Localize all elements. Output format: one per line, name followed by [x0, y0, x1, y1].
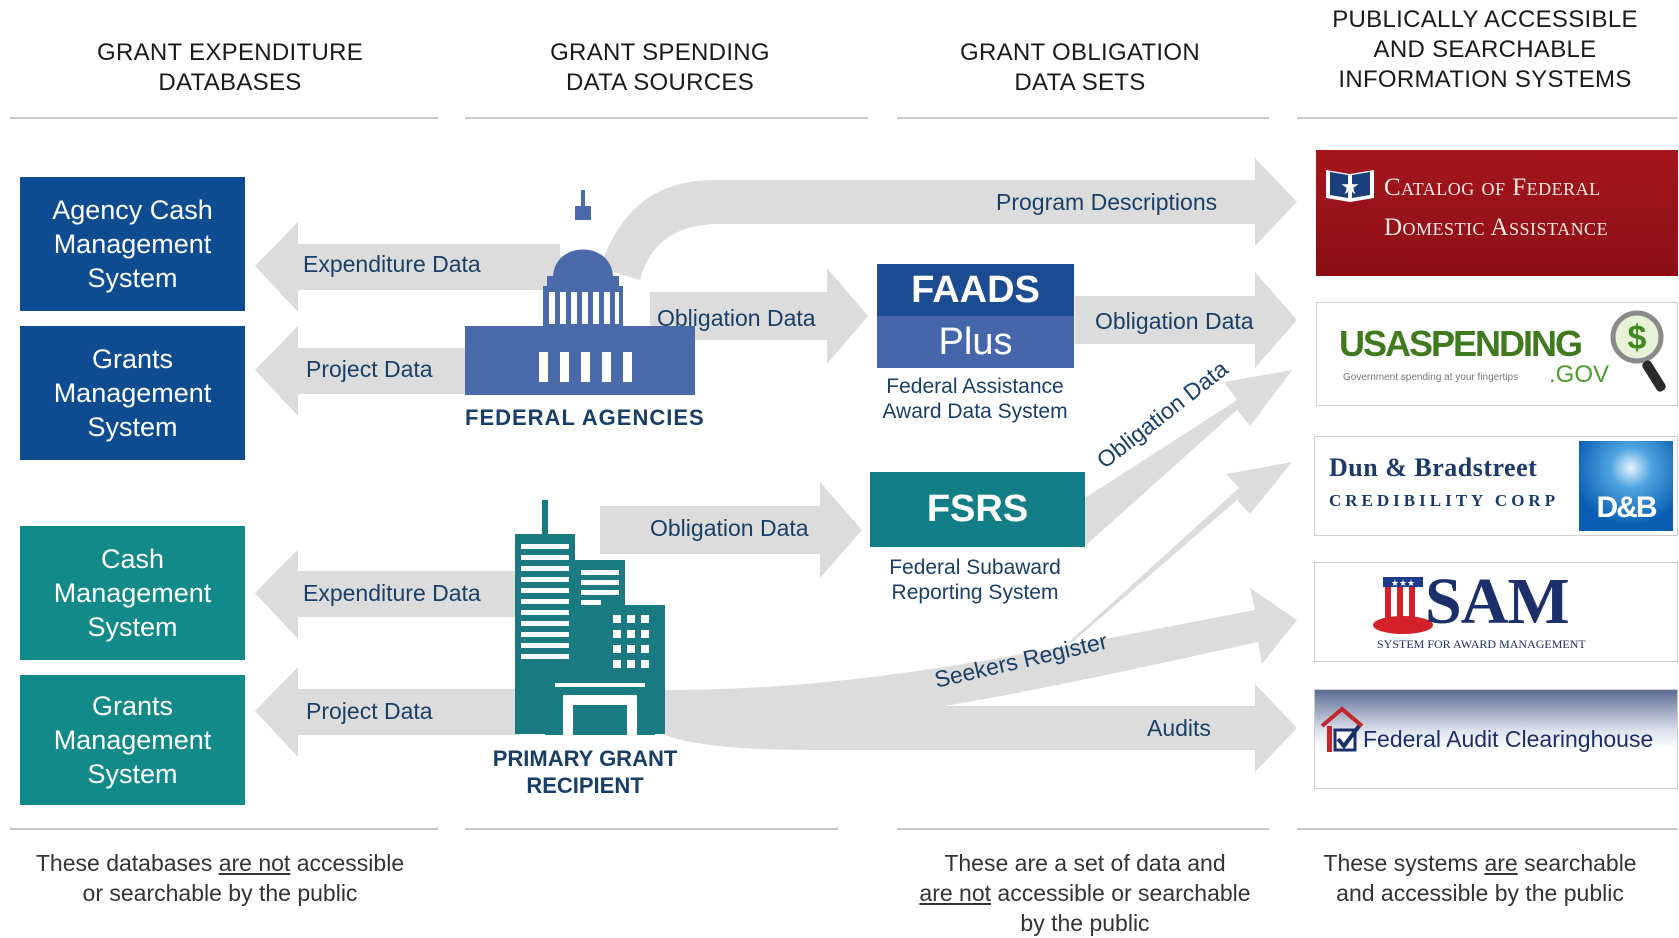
arrow-obligation-faads	[1075, 272, 1297, 368]
faads-subtitle: Plus	[877, 316, 1074, 368]
arrow-project-bottom	[255, 667, 520, 757]
recipient-cash-management-system: Cash Management System	[20, 526, 245, 660]
arrow-expenditure-top	[255, 222, 560, 312]
arrow-expenditure-bottom	[255, 549, 520, 639]
fsrs-box: FSRS	[870, 472, 1085, 547]
column-header-public-systems: PUBLICALLY ACCESSIBLE AND SEARCHABLE INF…	[1332, 6, 1638, 93]
primary-grant-recipient-label: PRIMARY GRANT RECIPIENT	[492, 746, 678, 798]
svg-text:$: $	[1628, 319, 1647, 357]
label-obligation-faads: Obligation Data	[1095, 308, 1254, 334]
label-audits: Audits	[1147, 715, 1211, 741]
label-project-data-top: Project Data	[306, 356, 433, 382]
arrow-program-descriptions	[600, 158, 1297, 280]
faads-caption: Federal Assistance Award Data System	[882, 375, 1068, 423]
agency-grants-management-system: Grants Management System	[20, 326, 245, 460]
usaspending-brand: USASPENDING	[1339, 323, 1583, 364]
arrow-audits	[665, 684, 1297, 772]
sam-tagline: SYSTEM FOR AWARD MANAGEMENT	[1377, 637, 1586, 651]
header-divider-2	[465, 117, 868, 119]
dnb-mark: D&B	[1579, 441, 1673, 531]
federal-audit-clearinghouse-logo: Federal Audit Clearinghouse	[1314, 689, 1678, 789]
arrow-obligation-fsrs	[1085, 370, 1292, 546]
office-buildings-icon	[515, 500, 665, 735]
svg-text:★: ★	[1340, 174, 1360, 199]
cfda-line2: Domestic Assistance	[1384, 214, 1609, 241]
arrow-seekers-register	[665, 588, 1297, 735]
usaspending-logo: USASPENDING Government spending at your …	[1316, 302, 1678, 406]
arrow-seekers-branch	[1060, 462, 1292, 650]
column-header-expenditure-databases: GRANT EXPENDITURE DATABASES	[96, 39, 364, 96]
footer-note-systems: These systems are searchable and accessi…	[1323, 850, 1637, 906]
footer-divider-4	[1297, 828, 1677, 830]
label-program-descriptions: Program Descriptions	[996, 189, 1218, 215]
cfda-line1: Catalog of Federal	[1384, 174, 1601, 201]
house-checkbox-icon	[1320, 706, 1364, 752]
book-star-icon: ★	[1326, 170, 1374, 202]
header-divider-1	[10, 117, 438, 119]
arrow-project-top	[255, 326, 480, 416]
dnb-line1: Dun & Bradstreet	[1329, 453, 1538, 482]
faads-plus-box: FAADS Plus	[877, 264, 1074, 368]
footer-divider-3	[897, 828, 1269, 830]
footer-note-datasets: These are a set of data and are not acce…	[919, 850, 1251, 936]
federal-agencies-label: FEDERAL AGENCIES	[465, 405, 705, 430]
column-header-obligation-datasets: GRANT OBLIGATION DATA SETS	[960, 39, 1200, 96]
agency-cash-management-system: Agency Cash Management System	[20, 177, 245, 311]
footer-divider-1	[10, 828, 438, 830]
sam-brand: SAM	[1425, 565, 1570, 638]
footer-note-databases: These databases are not accessible or se…	[35, 850, 405, 906]
usaspending-gov: .GOV	[1549, 361, 1610, 388]
usaspending-tagline: Government spending at your fingertips	[1343, 372, 1519, 383]
footer-divider-2	[465, 828, 838, 830]
dnb-line2: CREDIBILITY CORP	[1329, 491, 1560, 510]
faads-title: FAADS	[877, 264, 1074, 316]
arrow-obligation-agency	[650, 268, 868, 364]
capitol-building-icon	[465, 190, 695, 395]
label-obligation-recipient: Obligation Data	[650, 515, 809, 541]
recipient-grants-management-system: Grants Management System	[20, 675, 245, 805]
header-divider-3	[897, 117, 1269, 119]
dnb-mark-text: D&B	[1596, 491, 1658, 524]
label-project-data-bottom: Project Data	[306, 698, 433, 724]
dun-bradstreet-logo: Dun & Bradstreet CREDIBILITY CORP D&B	[1314, 436, 1678, 536]
label-expenditure-data-top: Expenditure Data	[303, 251, 481, 277]
column-header-spending-sources: GRANT SPENDING DATA SOURCES	[550, 39, 770, 96]
arrow-obligation-recipient	[600, 482, 862, 578]
fsrs-caption: Federal Subaward Reporting System	[889, 556, 1061, 604]
svg-text:★★★: ★★★	[1391, 578, 1415, 588]
uncle-sam-hat-icon: ★★★	[1373, 577, 1433, 634]
fac-name: Federal Audit Clearinghouse	[1363, 726, 1654, 752]
label-expenditure-data-bottom: Expenditure Data	[303, 580, 481, 606]
sam-logo: ★★★ SAM SYSTEM FOR AWARD MANAGEMENT	[1314, 562, 1678, 662]
cfda-logo: ★ Catalog of Federal Domestic Assistance	[1316, 150, 1678, 276]
header-divider-4	[1297, 117, 1677, 119]
magnifier-dollar-icon: $	[1610, 310, 1666, 392]
